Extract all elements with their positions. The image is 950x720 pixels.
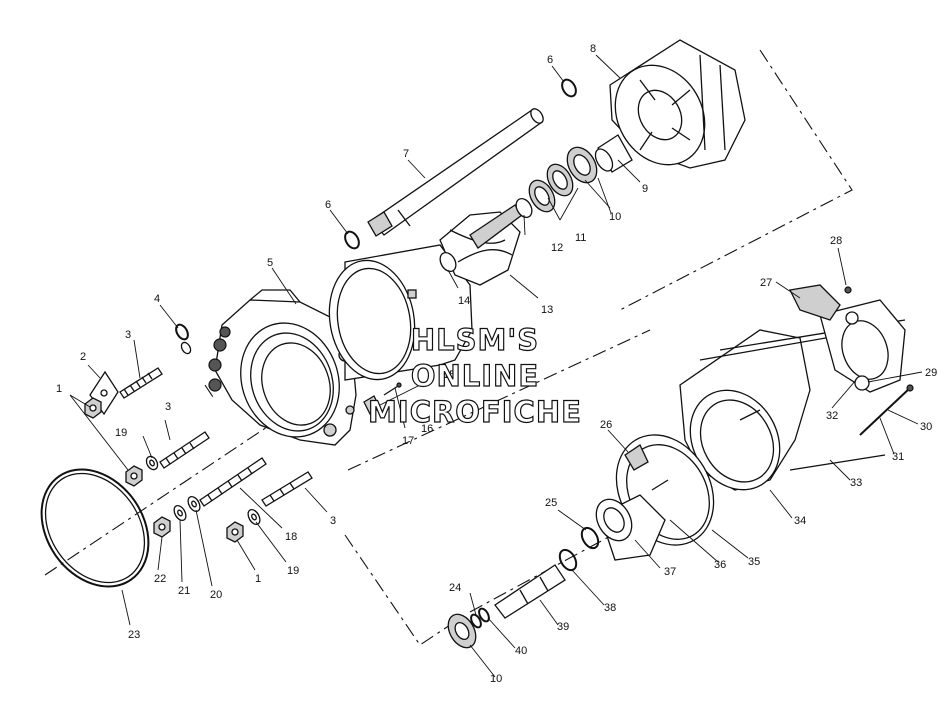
stud-3-middle [159, 431, 210, 469]
callout-38: 38 [604, 602, 616, 614]
wear-ring-15 [328, 244, 473, 381]
callout-10-upper: 10 [609, 211, 621, 223]
callout-34: 34 [794, 515, 806, 527]
callout-21: 21 [178, 585, 190, 597]
callout-27: 27 [760, 277, 772, 289]
o-ring-6-lower [344, 230, 360, 250]
watermark-line-3: MICROFICHE [368, 395, 582, 429]
callout-13: 13 [541, 304, 553, 316]
nut-1-upper [84, 397, 102, 419]
leader-lines [69, 54, 923, 678]
callout-20: 20 [210, 589, 222, 601]
callout-10-lower: 10 [490, 673, 502, 685]
watermark-line-2: ONLINE [411, 359, 539, 393]
callout-26: 26 [600, 419, 612, 431]
o-ring-40 [478, 607, 490, 623]
callout-7: 7 [403, 148, 409, 160]
stud-3-lower [261, 471, 313, 507]
callout-6-lower: 6 [325, 199, 331, 211]
bearing-10-lower [447, 613, 477, 649]
callout-1-lower: 1 [255, 573, 261, 585]
nut-22 [153, 516, 171, 538]
impeller-13 [439, 204, 523, 286]
callout-15: 15 [443, 369, 455, 381]
o-ring-6-upper [561, 78, 577, 98]
callout-24: 24 [449, 582, 461, 594]
callout-14: 14 [458, 295, 470, 307]
callout-28: 28 [830, 235, 842, 247]
callout-3-middle: 3 [165, 401, 171, 413]
callout-16: 16 [421, 423, 433, 435]
callout-23: 23 [128, 629, 140, 641]
callout-17: 17 [402, 435, 414, 447]
callout-33: 33 [850, 477, 862, 489]
plug-16 [363, 395, 381, 415]
callout-32: 32 [826, 410, 838, 422]
callout-8: 8 [590, 43, 596, 55]
stator-housing-8 [609, 39, 746, 169]
pump-housing-5 [208, 289, 357, 446]
pump-cover-assembly [595, 434, 715, 561]
washer-19-upper [145, 455, 159, 471]
callout-6-upper: 6 [547, 54, 553, 66]
callout-22: 22 [154, 573, 166, 585]
bearing-stack [515, 146, 598, 218]
washer-19-lower [247, 508, 261, 526]
watermark: HLSM'S ONLINE MICROFICHE [367, 322, 582, 429]
o-ring-4 [175, 323, 192, 355]
callout-36: 36 [714, 559, 726, 571]
callout-39: 39 [557, 621, 569, 633]
callout-31: 31 [892, 451, 904, 463]
callout-4: 4 [154, 293, 160, 305]
shaft-39 [494, 564, 566, 619]
screw-17 [383, 382, 402, 396]
washer-20 [187, 495, 201, 513]
callout-2: 2 [80, 351, 86, 363]
ring-24 [470, 613, 482, 629]
callout-9: 9 [642, 183, 648, 195]
callout-25: 25 [545, 497, 557, 509]
stud-18 [199, 457, 267, 507]
bushing-9 [594, 134, 633, 173]
callout-labels: 1 2 3 4 5 6 6 7 8 9 10 11 12 13 14 15 16… [56, 43, 937, 685]
callout-29: 29 [925, 367, 937, 379]
stud-3-upper [119, 367, 163, 399]
callout-19-lower: 19 [287, 565, 299, 577]
callout-1-upper: 1 [56, 383, 62, 395]
o-ring-25 [580, 526, 600, 550]
callout-37: 37 [664, 566, 676, 578]
nut-1-lower-left [125, 465, 143, 487]
nut-1-lower [226, 521, 244, 543]
callout-35: 35 [748, 556, 760, 568]
callout-5: 5 [267, 257, 273, 269]
callout-11: 11 [575, 232, 586, 244]
watermark-line-1: HLSM'S [411, 323, 539, 357]
drive-shaft-7 [367, 108, 544, 237]
o-ring-23 [40, 468, 150, 588]
callout-3-lower: 3 [330, 515, 336, 527]
o-ring-38 [558, 548, 578, 572]
callout-40: 40 [515, 645, 527, 657]
washer-21 [173, 504, 187, 522]
callout-19-upper: 19 [115, 427, 127, 439]
callout-12: 12 [551, 242, 563, 254]
nozzle-assembly [679, 284, 914, 491]
callout-18: 18 [285, 531, 297, 543]
callout-30: 30 [920, 421, 932, 433]
callout-3-upper: 3 [125, 329, 131, 341]
